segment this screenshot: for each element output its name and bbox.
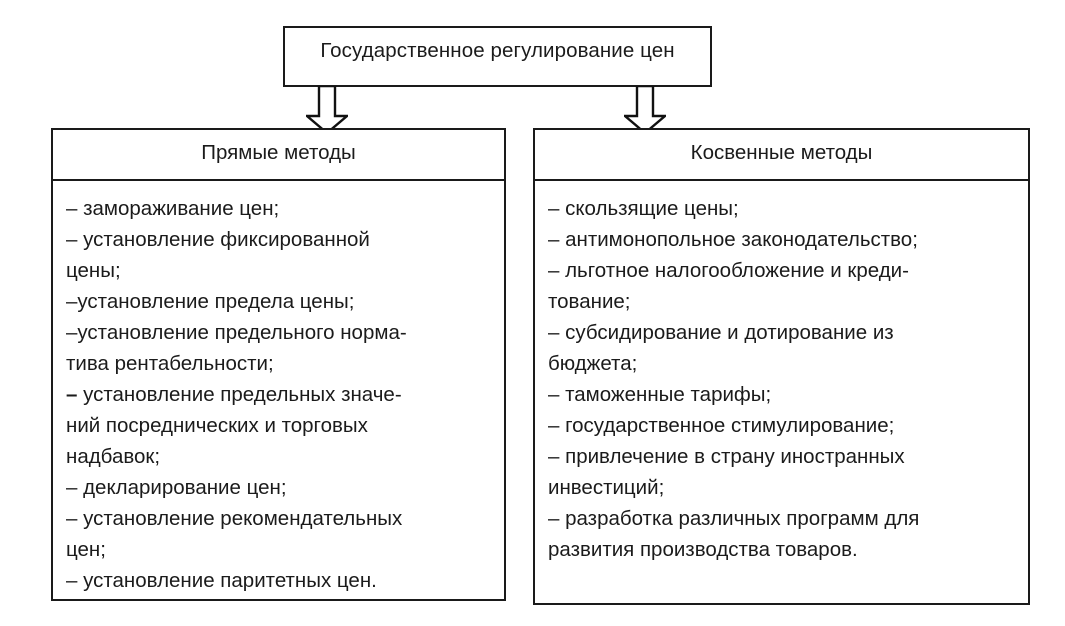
list-item: – антимонопольное законодательство;: [548, 228, 918, 251]
panel-direct-methods-list: – замораживание цен; – установление фикси…: [53, 181, 504, 596]
list-item-text: установление предельных значе-: [77, 383, 402, 406]
list-item: – установление предельных значе-: [66, 379, 494, 410]
list-item: – скользящие цены;: [548, 197, 739, 220]
list-item: – установление рекомендательных: [66, 507, 403, 530]
panel-indirect-methods-list: – скользящие цены; – антимонопольное зако…: [535, 181, 1028, 565]
list-item: инвестиций;: [548, 476, 665, 499]
list-item: – субсидирование и дотирование из: [548, 321, 894, 344]
list-item: –установление предельного норма-: [66, 321, 407, 344]
list-item: – льготное налогообложение и креди-: [548, 259, 909, 282]
list-item: надбавок;: [66, 445, 161, 468]
panel-direct-methods: Прямые методы – замораживание цен; – уста…: [51, 128, 506, 601]
list-item: – привлечение в страну иностранных: [548, 445, 905, 468]
panel-indirect-methods-title: Косвенные методы: [690, 141, 873, 164]
list-item: – замораживание цен;: [66, 197, 280, 220]
list-item: бюджета;: [548, 352, 638, 375]
panel-indirect-methods-header: Косвенные методы: [535, 130, 1028, 181]
list-item: тива рентабельности;: [66, 352, 274, 375]
list-item: ний посреднических и торговых: [66, 414, 368, 437]
list-item: тование;: [548, 290, 631, 313]
panel-indirect-methods: Косвенные методы – скользящие цены; – ант…: [533, 128, 1030, 605]
root-node-label: Государственное регулирование цен: [320, 39, 675, 62]
list-item-dash: –: [66, 383, 78, 406]
list-item: развития производства товаров.: [548, 538, 858, 561]
list-item: –установление предела цены;: [66, 290, 355, 313]
list-item: – таможенные тарифы;: [548, 383, 772, 406]
list-item: цены;: [66, 259, 121, 282]
list-item: – разработка различных программ для: [548, 507, 920, 530]
panel-direct-methods-header: Прямые методы: [53, 130, 504, 181]
list-item: – государственное стимулирование;: [548, 414, 895, 437]
list-item: – установление паритетных цен.: [66, 569, 377, 592]
list-item: цен;: [66, 538, 106, 561]
arrow-down-icon-left: [306, 86, 348, 134]
list-item: – установление фиксированной: [66, 228, 370, 251]
arrow-down-icon-right: [624, 86, 666, 134]
panel-direct-methods-title: Прямые методы: [201, 141, 356, 164]
root-node-state-price-regulation: Государственное регулирование цен: [283, 26, 712, 87]
list-item: – декларирование цен;: [66, 476, 287, 499]
